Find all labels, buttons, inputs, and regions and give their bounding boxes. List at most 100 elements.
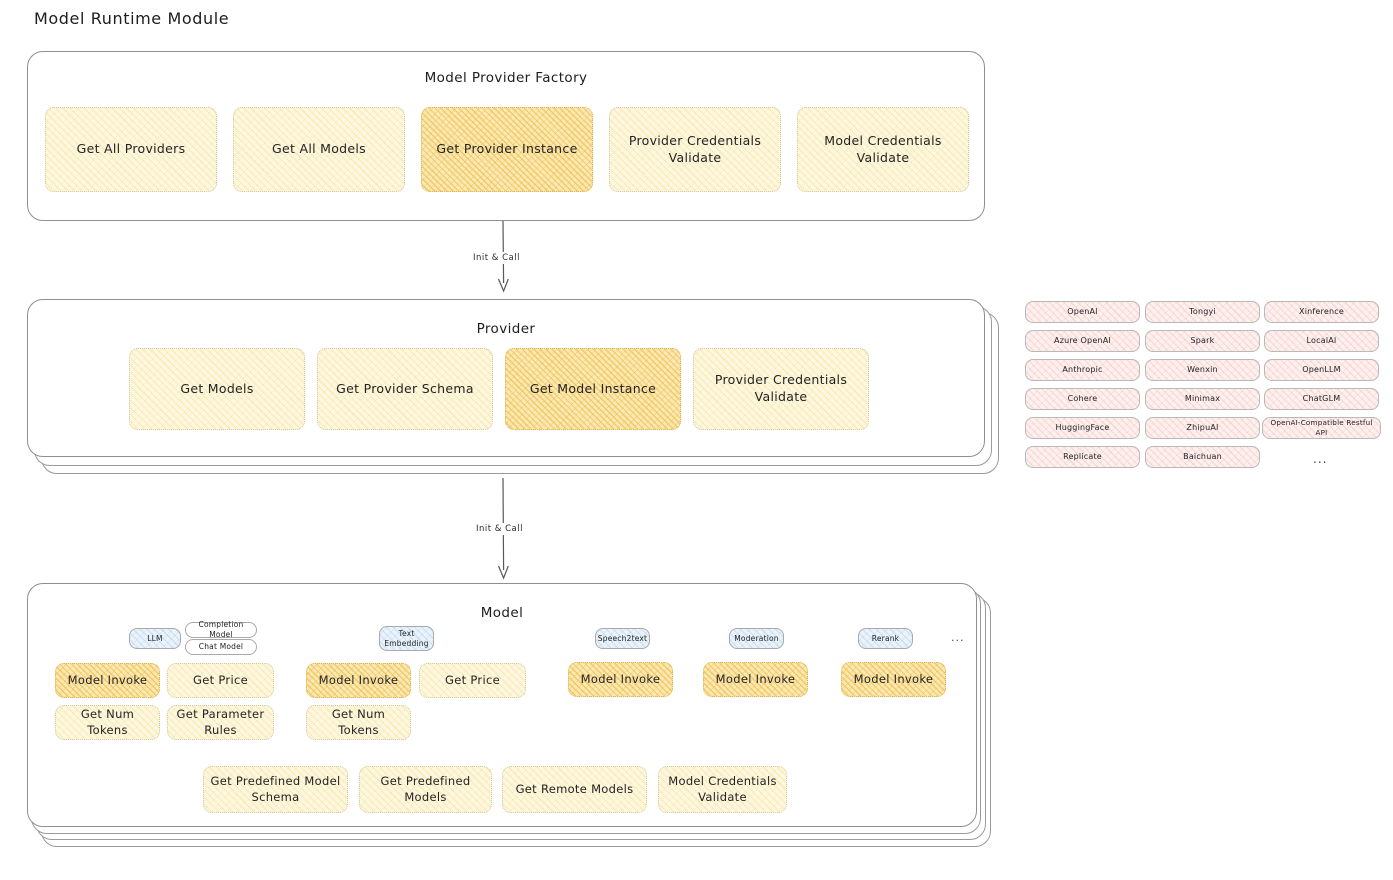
- model-type-chip-moderation[interactable]: Moderation: [729, 628, 784, 649]
- arrow-label-init-call-1: Init & Call: [470, 252, 523, 264]
- node-label: Model Invoke: [318, 672, 399, 687]
- model-subtype-chip-chat-model[interactable]: Chat Model: [185, 639, 257, 655]
- node-llm-get-price[interactable]: Get Price: [167, 663, 274, 698]
- node-get-model-instance[interactable]: Get Model Instance: [505, 348, 681, 430]
- provider-chip-azure-openai[interactable]: Azure OpenAI: [1025, 330, 1140, 352]
- provider-chip-openai[interactable]: OpenAI: [1025, 301, 1140, 323]
- model-type-chip-text-embedding[interactable]: Text Embedding: [379, 626, 434, 651]
- node-label: Get Predefined Model Schema: [210, 773, 341, 804]
- node-label: Get Models: [180, 380, 254, 396]
- chip-label: HuggingFace: [1055, 422, 1110, 432]
- model-subtype-chip-completion-model[interactable]: Completion Model: [185, 619, 257, 639]
- page-title: Model Runtime Module: [34, 9, 230, 28]
- provider-panel-title: Provider: [476, 321, 536, 337]
- node-get-predefined-model-schema[interactable]: Get Predefined Model Schema: [203, 766, 348, 813]
- node-get-remote-models[interactable]: Get Remote Models: [502, 766, 647, 813]
- provider-chip-zhipuai[interactable]: ZhipuAI: [1145, 417, 1260, 439]
- node-label: Get Model Instance: [529, 380, 657, 396]
- node-label: Model Invoke: [715, 671, 796, 686]
- provider-chip-tongyi[interactable]: Tongyi: [1145, 301, 1260, 323]
- chip-label: Xinference: [1299, 306, 1344, 316]
- node-text-embedding-get-num-tokens[interactable]: Get Num Tokens: [306, 705, 411, 740]
- chip-label: LLM: [147, 633, 163, 643]
- chip-label: Tongyi: [1189, 306, 1216, 316]
- node-llm-get-parameter-rules[interactable]: Get Parameter Rules: [167, 705, 274, 740]
- provider-chip-huggingface[interactable]: HuggingFace: [1025, 417, 1140, 439]
- node-provider-credentials-validate[interactable]: Provider Credentials Validate: [693, 348, 869, 430]
- node-model-credentials-validate-factory[interactable]: Model Credentials Validate: [797, 107, 969, 192]
- provider-chip-openllm[interactable]: OpenLLM: [1264, 359, 1379, 381]
- provider-chip-spark[interactable]: Spark: [1145, 330, 1260, 352]
- model-type-chip-rerank[interactable]: Rerank: [858, 628, 913, 649]
- node-label: Get Price: [445, 672, 500, 687]
- node-get-provider-schema[interactable]: Get Provider Schema: [317, 348, 493, 430]
- chip-label: Minimax: [1184, 393, 1221, 403]
- node-label: Get Provider Schema: [336, 380, 474, 396]
- chip-label: Completion Model: [198, 619, 244, 639]
- provider-chip-localai[interactable]: LocalAI: [1264, 330, 1379, 352]
- chip-label: Moderation: [734, 633, 779, 643]
- node-label: Model Invoke: [580, 671, 661, 686]
- model-types-ellipsis: ...: [951, 631, 965, 644]
- node-label: Get Provider Instance: [436, 141, 578, 157]
- provider-chip-replicate[interactable]: Replicate: [1025, 446, 1140, 468]
- node-label: Provider Credentials Validate: [628, 132, 762, 165]
- node-get-all-models[interactable]: Get All Models: [233, 107, 405, 192]
- node-label: Get All Models: [272, 141, 366, 157]
- node-label: Get Num Tokens: [331, 706, 386, 737]
- provider-chip-chatglm[interactable]: ChatGLM: [1264, 388, 1379, 410]
- node-text-embedding-get-price[interactable]: Get Price: [419, 663, 526, 698]
- chip-label: LocalAI: [1306, 335, 1337, 345]
- chip-label: Text Embedding: [384, 629, 429, 648]
- node-label: Get All Providers: [76, 141, 186, 157]
- provider-chip-minimax[interactable]: Minimax: [1145, 388, 1260, 410]
- node-moderation-model-invoke[interactable]: Model Invoke: [703, 662, 808, 697]
- node-label: Get Remote Models: [515, 781, 634, 796]
- chip-label: Wenxin: [1187, 364, 1218, 374]
- provider-chip-openai-compatible-restful-api[interactable]: OpenAI-Compatible Restful API: [1262, 417, 1381, 439]
- chip-label: Anthropic: [1062, 364, 1103, 374]
- node-text-embedding-model-invoke[interactable]: Model Invoke: [306, 663, 411, 698]
- provider-chip-baichuan[interactable]: Baichuan: [1145, 446, 1260, 468]
- chip-label: ZhipuAI: [1186, 422, 1219, 432]
- chip-label: Cohere: [1067, 393, 1098, 403]
- node-label: Model Invoke: [67, 672, 148, 687]
- provider-chip-cohere[interactable]: Cohere: [1025, 388, 1140, 410]
- provider-chip-xinference[interactable]: Xinference: [1264, 301, 1379, 323]
- provider-list-ellipsis: ...: [1313, 452, 1328, 466]
- model-type-chip-llm[interactable]: LLM: [129, 628, 181, 649]
- node-label: Get Price: [193, 672, 248, 687]
- chip-label: Replicate: [1063, 451, 1102, 461]
- node-get-models[interactable]: Get Models: [129, 348, 305, 430]
- node-rerank-model-invoke[interactable]: Model Invoke: [841, 662, 946, 697]
- node-get-all-providers[interactable]: Get All Providers: [45, 107, 217, 192]
- model-panel-title: Model: [480, 605, 524, 621]
- chip-label: OpenAI-Compatible Restful API: [1270, 418, 1373, 437]
- node-label: Get Num Tokens: [80, 706, 135, 737]
- node-get-provider-instance[interactable]: Get Provider Instance: [421, 107, 593, 192]
- node-llm-get-num-tokens[interactable]: Get Num Tokens: [55, 705, 160, 740]
- model-type-chip-speech2text[interactable]: Speech2text: [595, 628, 650, 649]
- chip-label: OpenLLM: [1302, 364, 1341, 374]
- node-llm-model-invoke[interactable]: Model Invoke: [55, 663, 160, 698]
- chip-label: OpenAI: [1067, 306, 1098, 316]
- node-label: Provider Credentials Validate: [714, 372, 848, 404]
- node-label: Model Credentials Validate: [824, 132, 942, 165]
- provider-chip-anthropic[interactable]: Anthropic: [1025, 359, 1140, 381]
- chip-label: Baichuan: [1183, 451, 1222, 461]
- node-label: Get Predefined Models: [380, 773, 471, 804]
- factory-panel-title: Model Provider Factory: [424, 70, 588, 86]
- chip-label: Spark: [1190, 335, 1215, 345]
- node-label: Model Credentials Validate: [668, 773, 777, 804]
- node-model-credentials-validate[interactable]: Model Credentials Validate: [658, 766, 787, 813]
- chip-label: Azure OpenAI: [1054, 335, 1111, 345]
- node-provider-credentials-validate-factory[interactable]: Provider Credentials Validate: [609, 107, 781, 192]
- node-label: Model Invoke: [853, 671, 934, 686]
- node-label: Get Parameter Rules: [176, 706, 265, 737]
- provider-chip-wenxin[interactable]: Wenxin: [1145, 359, 1260, 381]
- node-get-predefined-models[interactable]: Get Predefined Models: [359, 766, 492, 813]
- arrow-label-init-call-2: Init & Call: [473, 523, 526, 535]
- chip-label: Rerank: [871, 633, 900, 643]
- node-speech2text-model-invoke[interactable]: Model Invoke: [568, 662, 673, 697]
